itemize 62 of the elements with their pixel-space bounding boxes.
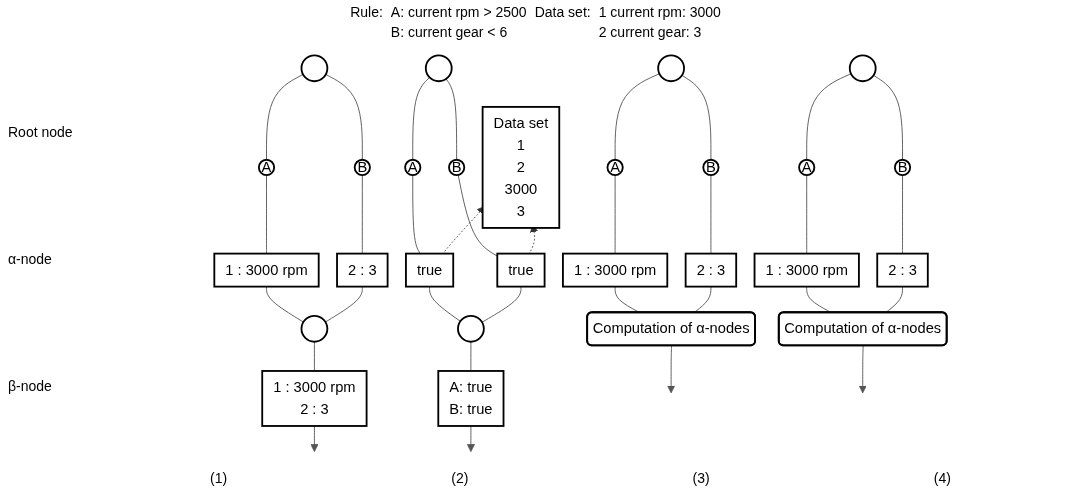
node-circle: [457, 314, 485, 343]
connector: [412, 174, 421, 255]
connector: [266, 174, 267, 255]
connector: [873, 74, 903, 161]
connector: [325, 73, 363, 161]
node-circle: A: [606, 158, 624, 176]
node-circle: [300, 314, 329, 343]
panel-number: (2): [451, 470, 469, 488]
rule-text: B: current gear < 6: [390, 24, 509, 40]
node-box: 2 : 3: [684, 252, 738, 288]
connector: [457, 174, 498, 257]
connector: [806, 174, 808, 255]
connector: [361, 174, 363, 255]
connector: [470, 341, 472, 372]
node-box: true: [405, 252, 455, 288]
node-circle: B: [353, 158, 371, 176]
node-box: 2 : 3: [336, 252, 389, 288]
connector: [266, 73, 304, 161]
node-circle: A: [798, 158, 816, 176]
node-circle: [848, 54, 877, 83]
node-box: A: true B: true: [437, 370, 505, 427]
heading-label: Data set:: [534, 4, 591, 20]
connector: [313, 341, 315, 372]
rule-text: 1 current rpm: 3000: [598, 4, 721, 20]
connector: [681, 74, 712, 161]
node-circle: A: [404, 158, 422, 176]
rule-text: 2 current gear: 3: [598, 24, 703, 40]
heading-label: Rule:: [350, 4, 383, 20]
node-circle: B: [448, 158, 466, 176]
connector: [693, 286, 712, 314]
node-circle: [424, 54, 453, 83]
connector: [429, 286, 461, 322]
connector: [412, 76, 430, 161]
node-circle: [300, 54, 329, 83]
connector: [885, 286, 903, 314]
node-box: 1 : 3000 rpm: [213, 252, 320, 288]
node-box: 1 : 3000 rpm: [562, 252, 669, 288]
connector: [325, 286, 363, 323]
connector: [806, 73, 852, 161]
panel-number: (4): [933, 470, 951, 488]
connector: [266, 286, 304, 323]
connector: [902, 174, 903, 255]
connector: [614, 174, 616, 255]
node-circle: A: [257, 158, 276, 176]
row-label: α-node: [8, 251, 53, 267]
panel-number: (3): [692, 470, 710, 488]
row-label: Root node: [8, 123, 74, 140]
connector: [614, 73, 660, 161]
connector: [481, 286, 522, 323]
connector: [445, 78, 458, 161]
node-box: 2 : 3: [876, 252, 929, 288]
row-label: β-node: [8, 378, 53, 395]
rule-text: A: current rpm > 2500: [390, 4, 527, 20]
node-circle: B: [702, 158, 720, 176]
node-circle: [657, 54, 685, 83]
node-box: 1 : 3000 rpm: [753, 252, 860, 288]
node-box: Data set 1 2 3000 3: [481, 106, 561, 229]
node-box: 1 : 3000 rpm 2 : 3: [261, 370, 368, 427]
node-box: true: [496, 252, 546, 288]
node-circle: B: [893, 158, 912, 176]
panel-number: (1): [210, 470, 228, 488]
connector: [710, 174, 712, 255]
